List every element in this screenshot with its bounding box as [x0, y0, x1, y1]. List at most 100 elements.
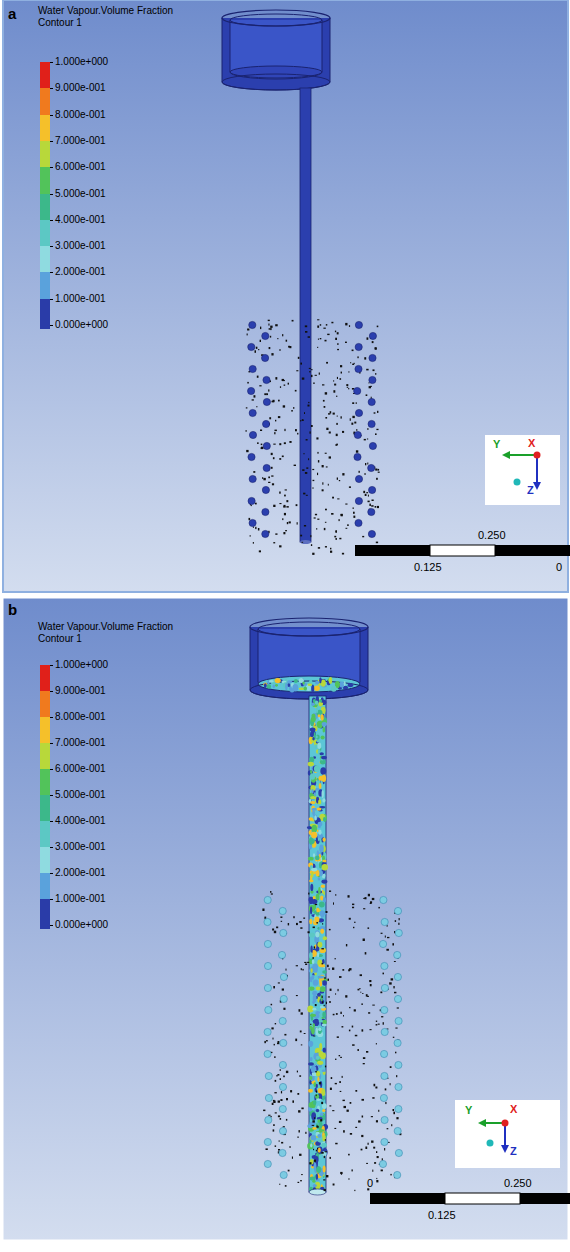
colorbar-band: [40, 220, 50, 247]
particle: [273, 400, 275, 402]
colorbar-band: [40, 717, 50, 744]
particle: [335, 444, 337, 446]
particle: [276, 927, 278, 929]
vapour-speck: [323, 1070, 326, 1075]
particle: [304, 962, 306, 963]
particle: [254, 395, 256, 397]
particle: [330, 1088, 332, 1090]
particle: [282, 334, 283, 336]
particle: [275, 1080, 277, 1082]
particle: [372, 898, 375, 900]
vapour-speck: [339, 681, 344, 687]
particle: [376, 1151, 377, 1153]
particle: [274, 1056, 276, 1057]
particle: [264, 1041, 266, 1043]
droplet: [381, 1050, 388, 1057]
particle: [331, 1077, 333, 1079]
particle: [339, 480, 340, 481]
particle: [264, 393, 266, 395]
particle: [286, 500, 288, 502]
particle: [373, 369, 375, 371]
particle: [381, 1170, 383, 1172]
tank: [222, 10, 330, 90]
droplet: [381, 1116, 388, 1123]
colorbar-band: [40, 272, 50, 299]
particle: [285, 530, 287, 531]
particle: [299, 1075, 301, 1077]
vapour-speck: [312, 1180, 315, 1183]
particle: [282, 379, 284, 381]
vapour-speck: [322, 1109, 325, 1112]
vapour-speck: [317, 993, 321, 997]
particle: [326, 466, 328, 467]
particle: [361, 1135, 363, 1137]
droplet: [279, 1017, 286, 1024]
particle: [365, 952, 367, 954]
particle: [371, 505, 373, 507]
vapour-speck: [318, 1147, 321, 1152]
particle: [276, 1075, 278, 1076]
particle: [324, 1156, 325, 1158]
particle: [315, 1004, 317, 1006]
vapour-speck: [318, 877, 321, 880]
vapour-speck: [311, 789, 313, 794]
vapour-speck: [310, 773, 315, 780]
particle: [336, 1013, 338, 1015]
vapour-speck: [314, 815, 316, 820]
particle: [255, 350, 257, 353]
vapour-speck: [318, 1027, 322, 1034]
droplet: [369, 376, 376, 383]
particle: [329, 456, 331, 458]
particle: [304, 525, 306, 527]
particle: [364, 357, 366, 359]
particle: [342, 1076, 343, 1078]
particle: [281, 921, 282, 922]
particle: [366, 369, 368, 371]
vapour-speck: [311, 1112, 316, 1120]
particle: [389, 982, 392, 984]
vapour-speck: [317, 952, 319, 957]
droplet: [263, 464, 270, 471]
particle: [308, 402, 309, 403]
particle: [337, 1036, 339, 1038]
vapour-speck: [321, 1143, 327, 1148]
particle: [385, 1102, 386, 1104]
particle: [339, 976, 342, 978]
vapour-speck: [308, 762, 314, 767]
droplet: [265, 1006, 272, 1013]
particle: [354, 922, 355, 923]
particle: [271, 1027, 273, 1029]
vapour-speck: [321, 885, 325, 888]
particle-field: [262, 891, 402, 1192]
particle: [336, 434, 338, 436]
particle: [300, 1180, 302, 1181]
particle: [373, 1147, 375, 1149]
scale-bar: [355, 545, 570, 556]
droplet: [394, 1039, 401, 1046]
particle: [297, 522, 298, 524]
vapour-speck: [329, 677, 332, 684]
vapour-speck: [310, 884, 313, 891]
vapour-speck: [318, 1027, 321, 1031]
particle: [370, 1029, 372, 1030]
particle: [363, 908, 365, 909]
vapour-speck: [316, 749, 320, 754]
vapour-speck: [316, 947, 319, 952]
vapour-speck: [309, 1076, 312, 1080]
vapour-speck: [320, 929, 324, 934]
vapour-speck: [321, 714, 324, 720]
colorbar-tick: [50, 873, 53, 874]
particle: [302, 469, 304, 471]
particle: [270, 891, 271, 893]
particle: [268, 324, 269, 326]
vapour-speck: [316, 908, 319, 913]
vapour-speck: [309, 919, 312, 924]
vapour-speck: [320, 948, 326, 953]
particle: [315, 514, 317, 516]
vapour-speck: [311, 1027, 315, 1034]
vapour-speck: [321, 756, 327, 760]
particle: [352, 907, 354, 909]
vapour-speck: [311, 868, 317, 872]
particle: [335, 894, 336, 896]
particle: [286, 340, 288, 342]
